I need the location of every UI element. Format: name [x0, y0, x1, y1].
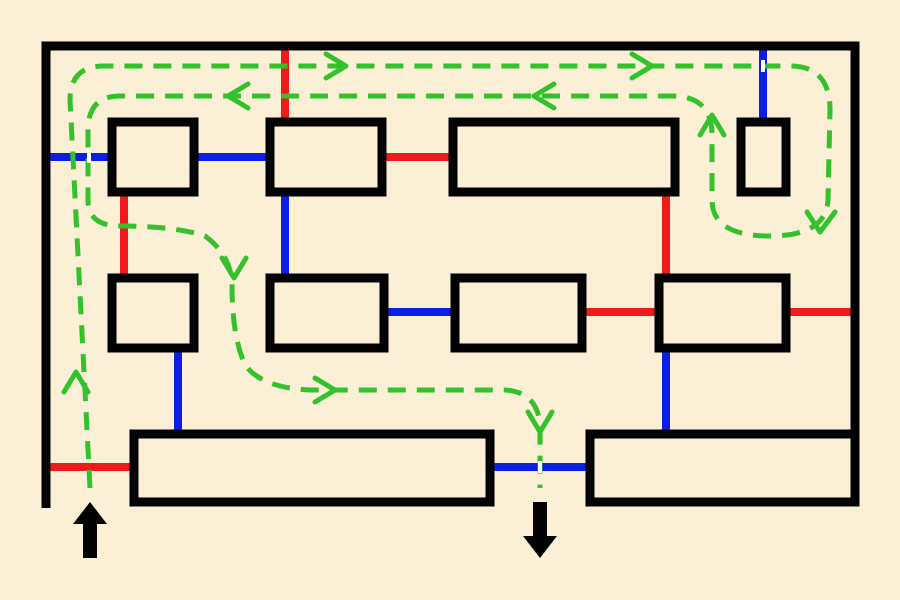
right-chevron-icon: [629, 51, 655, 81]
exit-arrow: [523, 502, 557, 558]
crossing-ticks: [87, 60, 765, 473]
left-chevron-icon: [531, 81, 557, 111]
right-chevron-icon: [323, 51, 349, 81]
route-direction-markers: [61, 51, 838, 435]
up-chevron-icon: [697, 112, 727, 138]
outer-wall: [41, 41, 860, 508]
room-box: [448, 117, 680, 197]
down-chevron-icon: [525, 409, 555, 435]
room-box: [129, 429, 495, 507]
up-chevron-icon: [61, 369, 91, 395]
room-box: [585, 429, 860, 507]
room-box: [107, 273, 199, 353]
room-box: [107, 117, 199, 197]
down-chevron-icon: [804, 209, 838, 235]
entrance-arrow: [73, 502, 107, 558]
down-arrow-icon: [523, 502, 557, 558]
room-box: [265, 117, 387, 197]
room-box: [450, 273, 587, 353]
route-left-loop: [67, 63, 833, 489]
down-chevron-icon: [219, 255, 249, 281]
right-chevron-icon: [312, 375, 338, 405]
route-path: [67, 63, 833, 489]
room-box: [736, 117, 791, 197]
room-box: [654, 273, 791, 353]
rooms: [107, 117, 860, 507]
up-arrow-icon: [73, 502, 107, 558]
room-box: [265, 273, 389, 353]
left-chevron-icon: [225, 81, 251, 111]
